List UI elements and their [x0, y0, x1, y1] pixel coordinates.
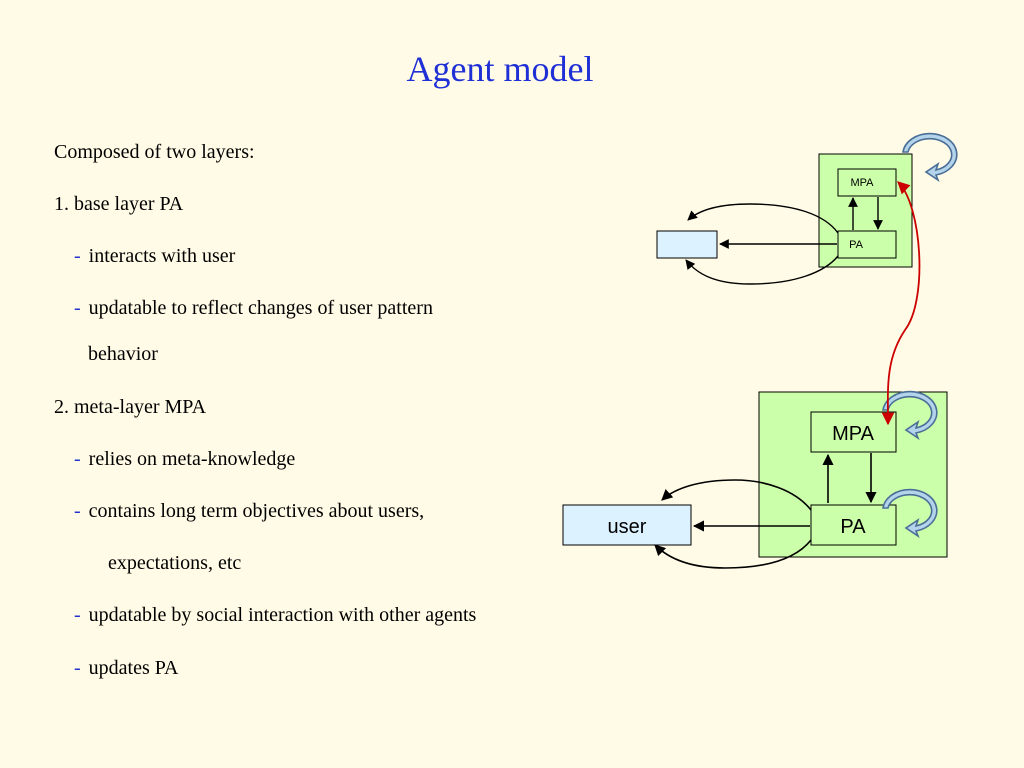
text-composed: Composed of two layers:: [54, 141, 255, 163]
small-pa-label: PA: [849, 239, 864, 251]
text-meta-layer: 2. meta-layer MPA: [54, 396, 207, 418]
large-pa-box: [810, 504, 897, 546]
bullet-updates-pa: -updates PA: [74, 657, 179, 680]
mpa-link-arrow: [881, 181, 921, 426]
small-mpa-label: MPA: [850, 177, 874, 189]
bullet-updatable-social: -updatable by social interaction with ot…: [74, 604, 476, 627]
large-user-box: [562, 504, 692, 546]
bullet-dash: -: [74, 657, 81, 679]
small-user-box: [656, 230, 718, 259]
bullet-dash: -: [74, 604, 81, 626]
text-base-layer: 1. base layer PA: [54, 193, 184, 215]
large-user-label: user: [608, 516, 647, 538]
bullet-interacts: -interacts with user: [74, 245, 235, 268]
bullet-text: updates PA: [88, 657, 179, 679]
bullet-text: contains long term objectives about user…: [88, 500, 425, 522]
bullet-dash: -: [74, 297, 81, 319]
bullet-relies: -relies on meta-knowledge: [74, 448, 295, 471]
large-lower-loop-arrow: [654, 539, 812, 569]
bullet-text: interacts with user: [88, 245, 236, 267]
text-behavior: behavior: [88, 343, 158, 365]
large-mpa-label: MPA: [832, 423, 875, 445]
bullet-text: updatable to reflect changes of user pat…: [88, 297, 433, 319]
bullet-text: updatable by social interaction with oth…: [88, 604, 477, 626]
cycle-arrow-icon: [902, 132, 958, 183]
cycle-arrow-icon: [882, 488, 938, 539]
bullet-dash: -: [74, 448, 81, 470]
slide-title: Agent model: [406, 49, 594, 89]
bullet-text: relies on meta-knowledge: [88, 448, 296, 470]
small-upper-loop-arrow: [687, 203, 839, 234]
large-upper-loop-arrow: [661, 479, 812, 511]
large-pa-label: PA: [840, 516, 866, 538]
bullet-dash: -: [74, 500, 81, 522]
text-expectations: expectations, etc: [108, 552, 242, 574]
bullet-updatable-reflect: -updatable to reflect changes of user pa…: [74, 297, 433, 320]
bullet-dash: -: [74, 245, 81, 267]
small-pa-box: [837, 230, 897, 259]
bullet-contains: -contains long term objectives about use…: [74, 500, 424, 523]
large-agent-diagram: MPA PA user: [562, 390, 948, 569]
small-lower-loop-arrow: [685, 255, 839, 285]
